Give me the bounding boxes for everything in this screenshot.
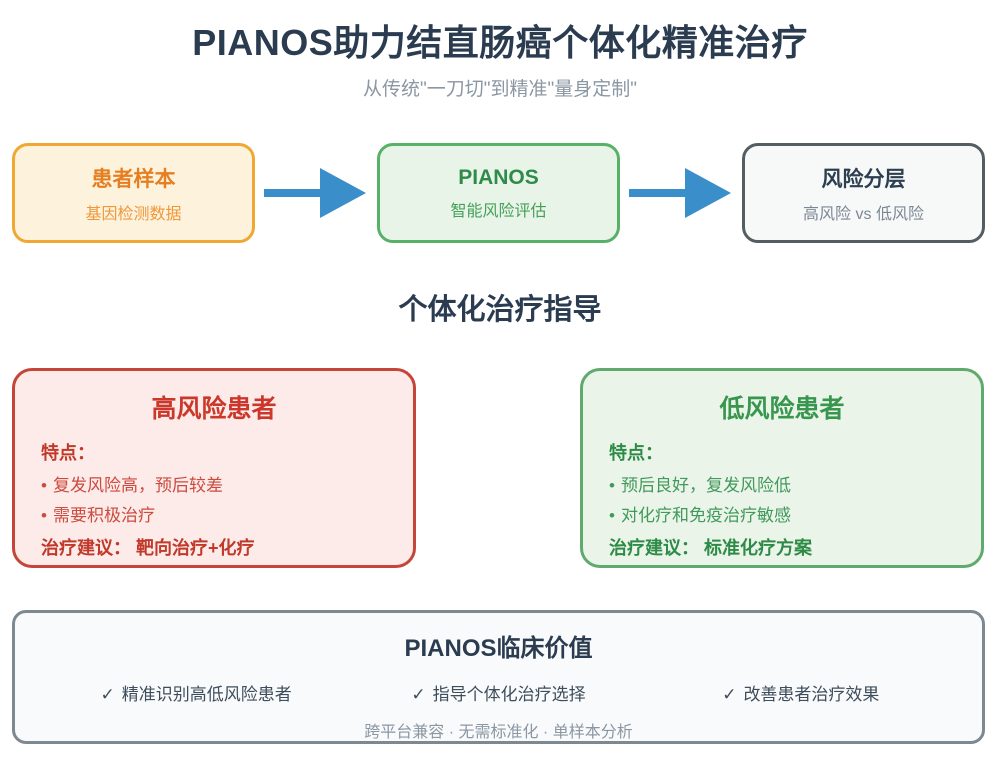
value-item-text: 指导个体化治疗选择 xyxy=(432,685,586,704)
check-icon: ✓ xyxy=(100,685,115,704)
value-item-text: 改善患者治疗效果 xyxy=(743,685,880,704)
clinical-value-title: PIANOS临床价值 xyxy=(404,635,593,662)
flow-step-pianos: PIANOS 智能风险评估 xyxy=(377,143,620,243)
arrow-right-icon xyxy=(262,165,370,221)
feature-item: • 对化疗和免疫治疗敏感 xyxy=(609,501,955,526)
bullet-icon: • xyxy=(609,476,615,495)
feature-text: 复发风险高，预后较差 xyxy=(52,476,223,495)
treatment-recommendation: 治疗建议： 靶向治疗+化疗 xyxy=(41,538,255,558)
check-icon: ✓ xyxy=(722,685,737,704)
value-item: ✓ 改善患者治疗效果 xyxy=(650,680,952,705)
clinical-value-items: ✓ 精准识别高低风险患者 ✓ 指导个体化治疗选择 ✓ 改善患者治疗效果 xyxy=(15,680,982,705)
flow-step-subtitle: 高风险 vs 低风险 xyxy=(803,205,924,223)
feature-item: • 复发风险高，预后较差 xyxy=(41,471,387,496)
feature-text: 预后良好，复发风险低 xyxy=(620,476,791,495)
clinical-value-tagline: 跨平台兼容 · 无需标准化 · 单样本分析 xyxy=(364,724,633,741)
treatment-recommendation: 治疗建议： 标准化疗方案 xyxy=(609,538,812,558)
flow-step-title: 风险分层 xyxy=(821,167,906,191)
card-title: 低风险患者 xyxy=(719,395,845,423)
page-title: PIANOS助力结直肠癌个体化精准治疗 xyxy=(192,22,808,63)
features-label: 特点： xyxy=(609,443,663,463)
bullet-icon: • xyxy=(41,476,47,495)
features-label: 特点： xyxy=(41,443,95,463)
clinical-value-card: PIANOS临床价值 ✓ 精准识别高低风险患者 ✓ 指导个体化治疗选择 ✓ 改善患者治… xyxy=(12,610,985,744)
features-list: • 预后良好，复发风险低 • 对化疗和免疫治疗敏感 xyxy=(609,471,955,526)
bullet-icon: • xyxy=(41,506,47,525)
page-subtitle: 从传统"一刀切"到精准"量身定制" xyxy=(363,79,637,100)
flow-step-title: PIANOS xyxy=(458,165,539,189)
flow-step-subtitle: 智能风险评估 xyxy=(450,202,547,220)
arrow-right-icon xyxy=(627,165,735,221)
feature-text: 对化疗和免疫治疗敏感 xyxy=(620,506,791,525)
section-heading-treatment-guidance: 个体化治疗指导 xyxy=(398,294,602,326)
flow-step-title: 患者样本 xyxy=(91,167,176,191)
value-item: ✓ 精准识别高低风险患者 xyxy=(45,680,347,705)
check-icon: ✓ xyxy=(411,685,426,704)
feature-text: 需要积极治疗 xyxy=(52,506,155,525)
workflow-row: 患者样本 基因检测数据 PIANOS 智能风险评估 风险分层 高风险 vs 低风… xyxy=(12,142,985,244)
bullet-icon: • xyxy=(609,506,615,525)
card-title: 高风险患者 xyxy=(151,395,277,423)
low-risk-patient-card: 低风险患者 特点： • 预后良好，复发风险低 • 对化疗和免疫治疗敏感 治疗建议： … xyxy=(580,368,984,568)
features-list: • 复发风险高，预后较差 • 需要积极治疗 xyxy=(41,471,387,526)
high-risk-patient-card: 高风险患者 特点： • 复发风险高，预后较差 • 需要积极治疗 治疗建议： 靶向治疗… xyxy=(12,368,416,568)
feature-item: • 需要积极治疗 xyxy=(41,501,387,526)
feature-item: • 预后良好，复发风险低 xyxy=(609,471,955,496)
flow-step-subtitle: 基因检测数据 xyxy=(85,205,182,223)
value-item: ✓ 指导个体化治疗选择 xyxy=(347,680,649,705)
value-item-text: 精准识别高低风险患者 xyxy=(121,685,292,704)
flow-step-patient-sample: 患者样本 基因检测数据 xyxy=(12,143,255,243)
flow-step-risk-stratification: 风险分层 高风险 vs 低风险 xyxy=(742,143,985,243)
